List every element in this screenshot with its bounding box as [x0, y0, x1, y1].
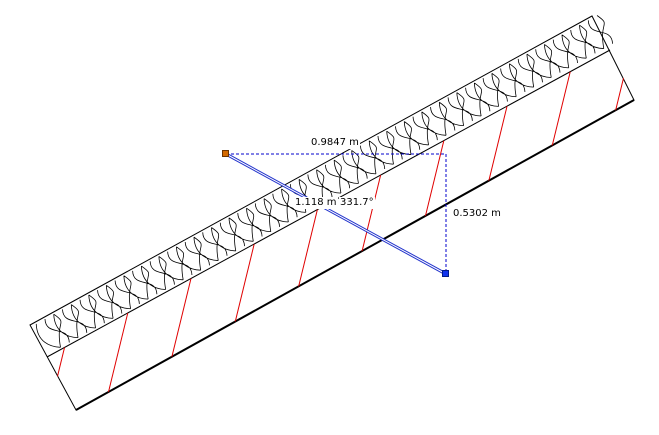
hatch-pattern: [47, 50, 634, 410]
hatch-line: [360, 174, 382, 255]
hatch-line: [550, 71, 571, 152]
angle-label: 331.7°: [339, 197, 375, 209]
wall-bottom-edge: [75, 99, 635, 411]
insulation-pattern: [35, 15, 613, 348]
measure-line[interactable]: [225, 152, 447, 276]
wall-section[interactable]: [29, 15, 635, 427]
vertical-distance-label: 0.5302 m: [452, 208, 502, 220]
hatch-line: [107, 312, 129, 393]
hatch-line: [487, 106, 508, 186]
horizontal-distance-label: 0.9847 m: [310, 137, 360, 149]
measure-dimensions: [226, 153, 447, 274]
insulation-wave: [35, 15, 613, 348]
hatch-line: [297, 209, 318, 290]
hatch-line: [234, 243, 255, 324]
hatch-line: [423, 140, 445, 221]
start-handle-icon[interactable]: [222, 150, 229, 157]
end-handle-icon[interactable]: [442, 270, 449, 277]
hatch-line: [171, 278, 192, 358]
length-label: 1.118 m: [294, 197, 338, 209]
